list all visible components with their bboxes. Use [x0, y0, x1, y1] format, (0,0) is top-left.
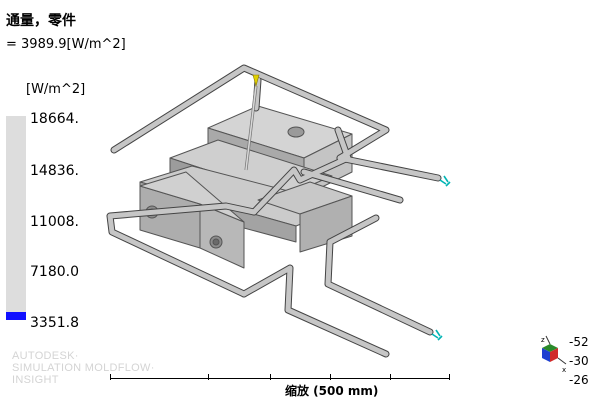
- result-value: = 3989.9[W/m^2]: [6, 37, 126, 52]
- scale-tick: [208, 374, 209, 380]
- scale-tick: [449, 374, 450, 380]
- scale-line: [110, 378, 450, 379]
- legend-unit: [W/m^2]: [26, 82, 86, 97]
- scale-tick: [270, 374, 271, 380]
- triad-z-label: z: [541, 336, 545, 344]
- scale-bar: 缩放 (500 mm): [110, 374, 450, 400]
- mold-part: [139, 105, 353, 269]
- orientation-triad-icon[interactable]: z x: [530, 334, 570, 374]
- legend-label-2: 14836.: [30, 163, 79, 179]
- watermark-line-1: AUTODESK·: [12, 350, 79, 362]
- legend-fill: [6, 311, 26, 320]
- legend-label-max: 18664.: [30, 111, 79, 127]
- scale-tick: [330, 374, 331, 380]
- scale-tick: [110, 374, 111, 380]
- watermark-line-3: INSIGHT: [12, 374, 59, 386]
- sprue: [244, 74, 260, 171]
- result-title: 通量，零件: [6, 13, 76, 29]
- watermark-line-2: SIMULATION MOLDFLOW·: [12, 362, 155, 374]
- coolant-inlet-markers: [431, 175, 451, 341]
- legend-label-3: 11008.: [30, 214, 79, 230]
- legend-color-bar: [6, 116, 26, 320]
- legend-label-min: 3351.8: [30, 315, 79, 331]
- legend-label-4: 7180.0: [30, 264, 79, 280]
- scale-label: 缩放 (500 mm): [285, 384, 379, 398]
- triad-x-label: x: [562, 366, 566, 374]
- axis-readout-1: -52: [569, 335, 589, 349]
- axis-readout-2: -30: [569, 354, 589, 368]
- axis-readout-3: -26: [569, 373, 589, 387]
- scale-tick: [390, 374, 391, 380]
- cooling-channels: [106, 64, 442, 358]
